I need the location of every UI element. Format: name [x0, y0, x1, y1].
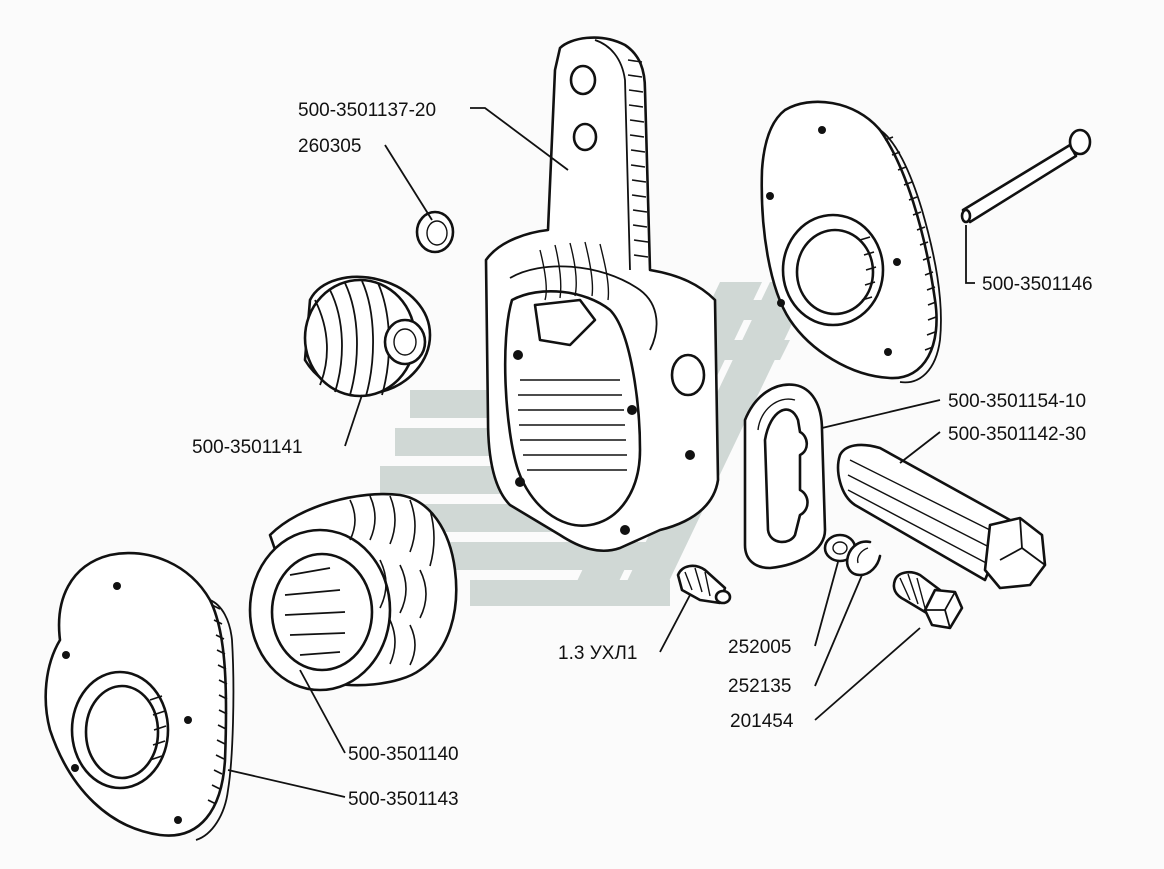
leader-bolt — [814, 627, 921, 721]
lock-plate — [743, 383, 827, 570]
label-lock-washer: 252135 — [728, 676, 791, 697]
bolt — [892, 570, 964, 630]
label-cover-left: 500-3501143 — [348, 789, 459, 810]
label-worm-shaft: 500-3501142-30 — [948, 424, 1086, 445]
leader-worm-gear — [299, 669, 346, 754]
leader-lock-washer — [814, 574, 863, 687]
label-arm: 500-3501137-20 — [298, 100, 436, 121]
worm — [303, 275, 432, 398]
cover-plate-right — [760, 100, 942, 384]
bushing — [415, 210, 455, 254]
leader-lock-plate — [821, 399, 941, 429]
leader-arm — [470, 107, 569, 171]
grease-fitting — [676, 564, 732, 605]
label-axle: 500-3501146 — [982, 274, 1093, 295]
cover-plate-left — [44, 551, 235, 841]
leader-axle — [965, 225, 975, 284]
leader-lines — [227, 107, 975, 798]
leader-grease-fitting — [659, 594, 691, 653]
leader-bushing — [384, 144, 433, 221]
label-worm-gear: 500-3501140 — [348, 744, 459, 765]
label-grease-fitting: 1.3 УХЛ1 — [558, 643, 637, 664]
label-lock-plate: 500-3501154-10 — [948, 391, 1086, 412]
axle-pin — [960, 128, 1092, 224]
worm-gear — [248, 492, 458, 692]
leader-worm — [344, 394, 363, 447]
label-bushing: 260305 — [298, 136, 361, 157]
worm-shaft — [836, 443, 1047, 590]
leader-worm-shaft — [899, 431, 941, 464]
leader-washer — [814, 561, 839, 647]
label-bolt: 201454 — [730, 711, 794, 732]
label-washer: 252005 — [728, 637, 791, 658]
leader-cover-left — [227, 769, 346, 798]
label-worm: 500-3501141 — [192, 437, 303, 458]
adjuster-arm — [484, 36, 720, 552]
lock-washer — [845, 540, 882, 577]
